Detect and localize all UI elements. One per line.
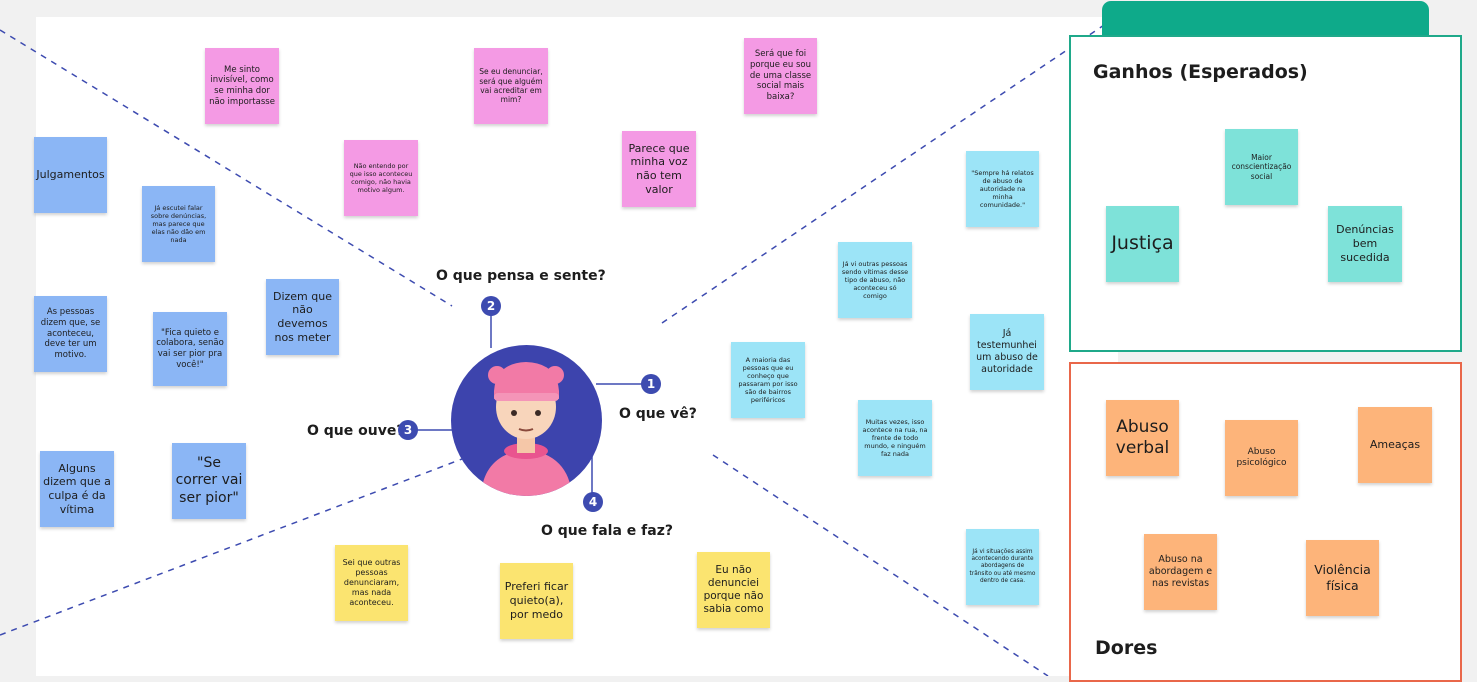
sticky-note-yellow[interactable]: Eu não denunciei porque não sabia como	[697, 552, 770, 628]
sticky-note-cyan[interactable]: Já vi situações assim acontecendo durant…	[966, 529, 1039, 605]
sticky-note-teal[interactable]: Denúncias bem sucedida	[1328, 206, 1402, 282]
persona-illustration	[481, 362, 572, 496]
sticky-note-orange[interactable]: Abuso verbal	[1106, 400, 1179, 476]
sticky-note-orange[interactable]: Violência física	[1306, 540, 1379, 616]
sticky-note-yellow[interactable]: Sei que outras pessoas denunciaram, mas …	[335, 545, 408, 621]
sticky-note-cyan[interactable]: Muitas vezes, isso acontece na rua, na f…	[858, 400, 932, 476]
sticky-note-cyan[interactable]: A maioria das pessoas que eu conheço que…	[731, 342, 805, 418]
section-label-ve: O que vê?	[619, 406, 697, 422]
sticky-note-yellow[interactable]: Preferi ficar quieto(a), por medo	[500, 563, 573, 639]
badge-3: 3	[398, 420, 418, 440]
sticky-note-teal[interactable]: Justiça	[1106, 206, 1179, 282]
sticky-note-blue[interactable]: Julgamentos	[34, 137, 107, 213]
sticky-note-orange[interactable]: Ameaças	[1358, 407, 1432, 483]
sticky-note-pink[interactable]: Será que foi porque eu sou de uma classe…	[744, 38, 817, 114]
sticky-note-pink[interactable]: Me sinto invisível, como se minha dor nã…	[205, 48, 279, 124]
section-label-ouve: O que ouve?	[307, 423, 405, 439]
pains-title: Dores	[1095, 637, 1158, 659]
sticky-note-cyan[interactable]: Já testemunhei um abuso de autoridade	[970, 314, 1044, 390]
sticky-note-blue[interactable]: As pessoas dizem que, se aconteceu, deve…	[34, 296, 107, 372]
badge-4: 4	[583, 492, 603, 512]
persona-avatar	[451, 345, 602, 496]
sticky-note-blue[interactable]: "Fica quieto e colabora, senão vai ser p…	[153, 312, 227, 386]
badge-2: 2	[481, 296, 501, 316]
sticky-note-blue[interactable]: "Se correr vai ser pior"	[172, 443, 246, 519]
sticky-note-blue[interactable]: Alguns dizem que a culpa é da vítima	[40, 451, 114, 527]
frame-tab[interactable]	[1102, 1, 1429, 41]
sticky-note-pink[interactable]: Parece que minha voz não tem valor	[622, 131, 696, 207]
sticky-note-cyan[interactable]: Já vi outras pessoas sendo vítimas desse…	[838, 242, 912, 318]
sticky-note-orange[interactable]: Abuso na abordagem e nas revistas	[1144, 534, 1217, 610]
section-label-pensa-sente: O que pensa e sente?	[436, 268, 606, 284]
sticky-note-orange[interactable]: Abuso psicológico	[1225, 420, 1298, 496]
sticky-note-pink[interactable]: Se eu denunciar, será que alguém vai acr…	[474, 48, 548, 124]
gains-title: Ganhos (Esperados)	[1093, 61, 1308, 83]
section-label-fala-faz: O que fala e faz?	[541, 523, 673, 539]
sticky-note-teal[interactable]: Maior conscientização social	[1225, 129, 1298, 205]
sticky-note-blue[interactable]: Já escutei falar sobre denúncias, mas pa…	[142, 186, 215, 262]
sticky-note-pink[interactable]: Não entendo por que isso aconteceu comig…	[344, 140, 418, 216]
sticky-note-cyan[interactable]: "Sempre há relatos de abuso de autoridad…	[966, 151, 1039, 227]
badge-1: 1	[641, 374, 661, 394]
sticky-note-blue[interactable]: Dizem que não devemos nos meter	[266, 279, 339, 355]
